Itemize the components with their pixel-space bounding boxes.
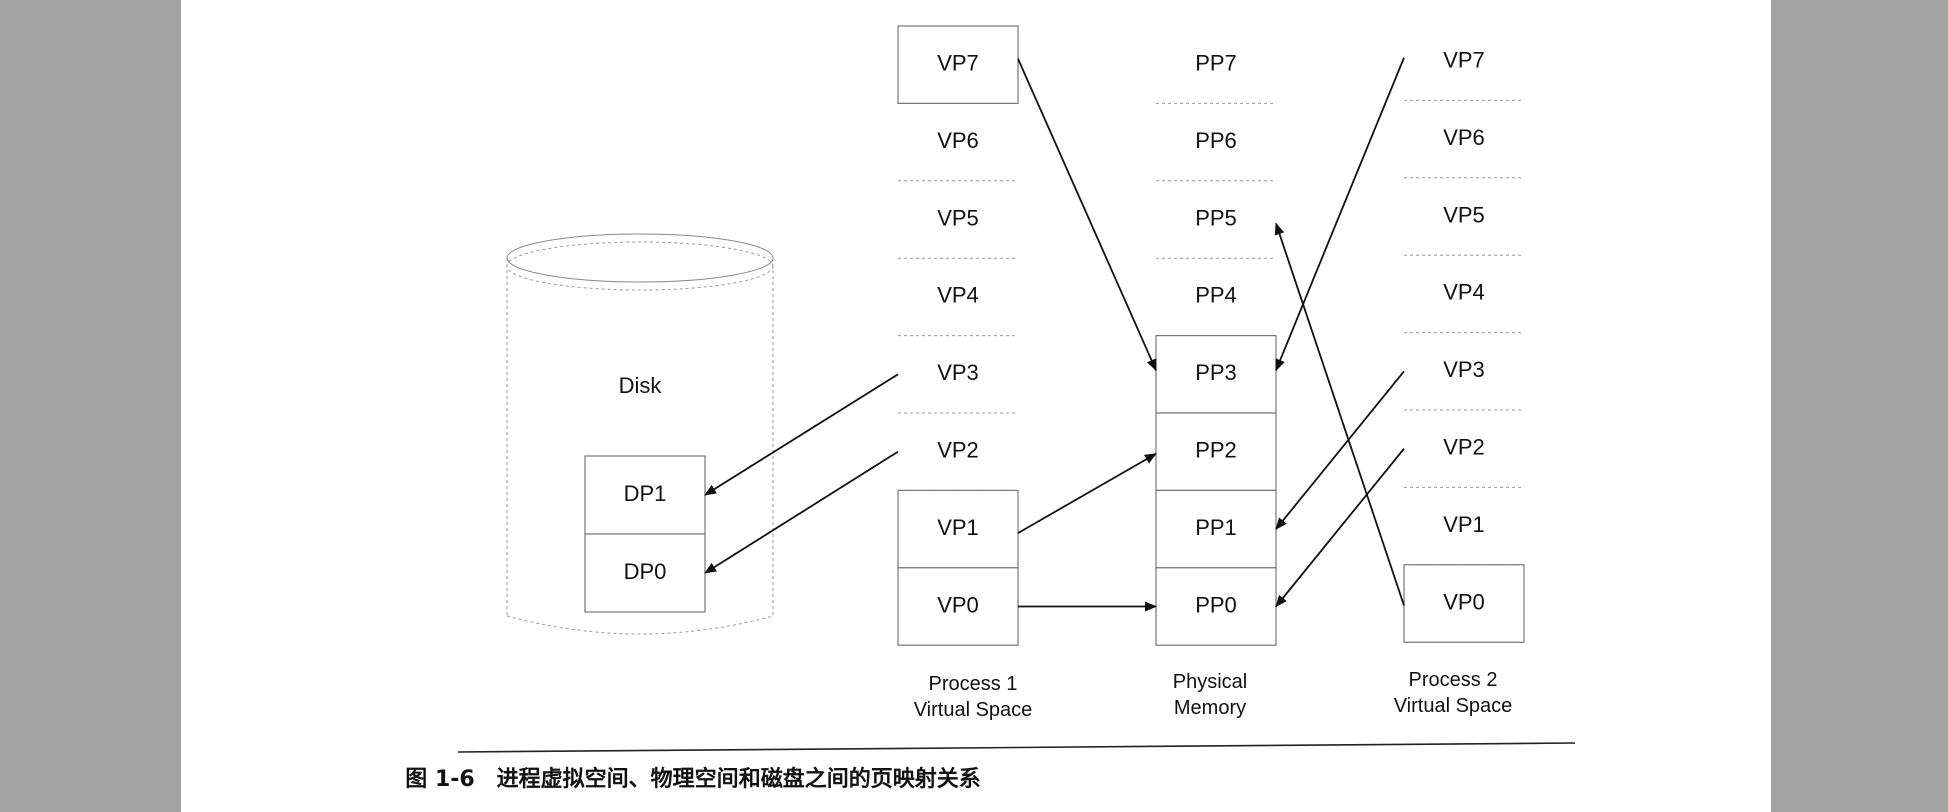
- mapping-arrow-process1-vp7-to-physical-pp3: [1017, 58, 1157, 372]
- mapping-arrow-process1-vp2-to-disk-dp0: [704, 450, 899, 574]
- pp-page-pp0: PP0: [1195, 592, 1237, 617]
- page-columns: VP7VP6VP5VP4VP3VP2VP1VP0PP7PP6PP5PP4PP3P…: [584, 25, 1525, 646]
- p1-page-vp4: VP4: [937, 283, 979, 308]
- physical-caption-line1: Physical: [1173, 671, 1247, 693]
- dp-page-dp1: DP1: [624, 481, 667, 506]
- p1-page-vp5: VP5: [937, 205, 979, 230]
- pp-page-pp6: PP6: [1195, 128, 1237, 153]
- p1-cell-box-vp7: [897, 25, 1019, 105]
- p1-cell-box-vp1: [897, 489, 1019, 569]
- pp-page-pp3: PP3: [1195, 360, 1237, 385]
- mapping-arrow-process2-vp7-to-physical-pp3: [1275, 57, 1405, 372]
- page-mapping-diagram: VP7VP6VP5VP4VP3VP2VP1VP0PP7PP6PP5PP4PP3P…: [405, 25, 1576, 792]
- mapping-arrow-process2-vp2-to-physical-pp0: [1275, 448, 1405, 608]
- disk-cylinder: [506, 233, 774, 635]
- process2-caption-line1: Process 2: [1409, 669, 1498, 691]
- pp-page-pp2: PP2: [1195, 438, 1237, 463]
- mapping-arrows: [704, 57, 1405, 612]
- process1-caption-line2: Virtual Space: [914, 699, 1033, 721]
- mapping-arrow-process1-vp3-to-disk-dp1: [704, 373, 899, 496]
- caption-rule: [457, 742, 1576, 753]
- p1-page-vp6: VP6: [937, 128, 979, 153]
- pp-page-pp7: PP7: [1195, 51, 1237, 76]
- p2-page-vp2: VP2: [1443, 435, 1485, 460]
- disk-label: Disk: [619, 373, 663, 398]
- p2-page-vp3: VP3: [1443, 357, 1485, 382]
- dp-page-dp0: DP0: [624, 559, 667, 584]
- figure-caption: 图 1-6 进程虚拟空间、物理空间和磁盘之间的页映射关系: [405, 766, 980, 792]
- p2-page-vp4: VP4: [1443, 280, 1485, 305]
- p1-page-vp3: VP3: [937, 360, 979, 385]
- p2-cell-box-vp0: [1403, 564, 1525, 643]
- p2-page-vp7: VP7: [1443, 48, 1485, 73]
- p2-page-vp1: VP1: [1443, 512, 1485, 537]
- pp-page-pp1: PP1: [1195, 515, 1237, 540]
- process1-caption-line1: Process 1: [929, 673, 1018, 695]
- physical-caption-line2: Memory: [1174, 697, 1246, 719]
- p1-page-vp2: VP2: [937, 438, 979, 463]
- mapping-arrow-process2-vp3-to-physical-pp1: [1275, 370, 1405, 530]
- pp-cell-box-pp3: [1155, 335, 1277, 414]
- p1-page-vp1: VP1: [937, 515, 979, 540]
- pp-page-pp4: PP4: [1195, 283, 1237, 308]
- pp-cell-box-pp1: [1155, 489, 1277, 569]
- dp-cell-box-dp0: [584, 533, 706, 613]
- pp-page-pp5: PP5: [1195, 205, 1237, 230]
- p1-page-vp7: VP7: [937, 51, 979, 76]
- process2-caption-line2: Virtual Space: [1394, 695, 1513, 717]
- dp-cell-box-dp1: [584, 455, 706, 535]
- mapping-arrow-process1-vp1-to-physical-pp2: [1017, 452, 1157, 534]
- mapping-arrow-process2-vp0-to-physical-pp5: [1274, 222, 1405, 606]
- p1-cell-box-vp0: [897, 567, 1019, 646]
- p1-page-vp0: VP0: [937, 592, 979, 617]
- p2-page-vp0: VP0: [1443, 589, 1485, 614]
- p2-page-vp6: VP6: [1443, 125, 1485, 150]
- pp-cell-box-pp2: [1155, 412, 1277, 492]
- p2-page-vp5: VP5: [1443, 202, 1485, 227]
